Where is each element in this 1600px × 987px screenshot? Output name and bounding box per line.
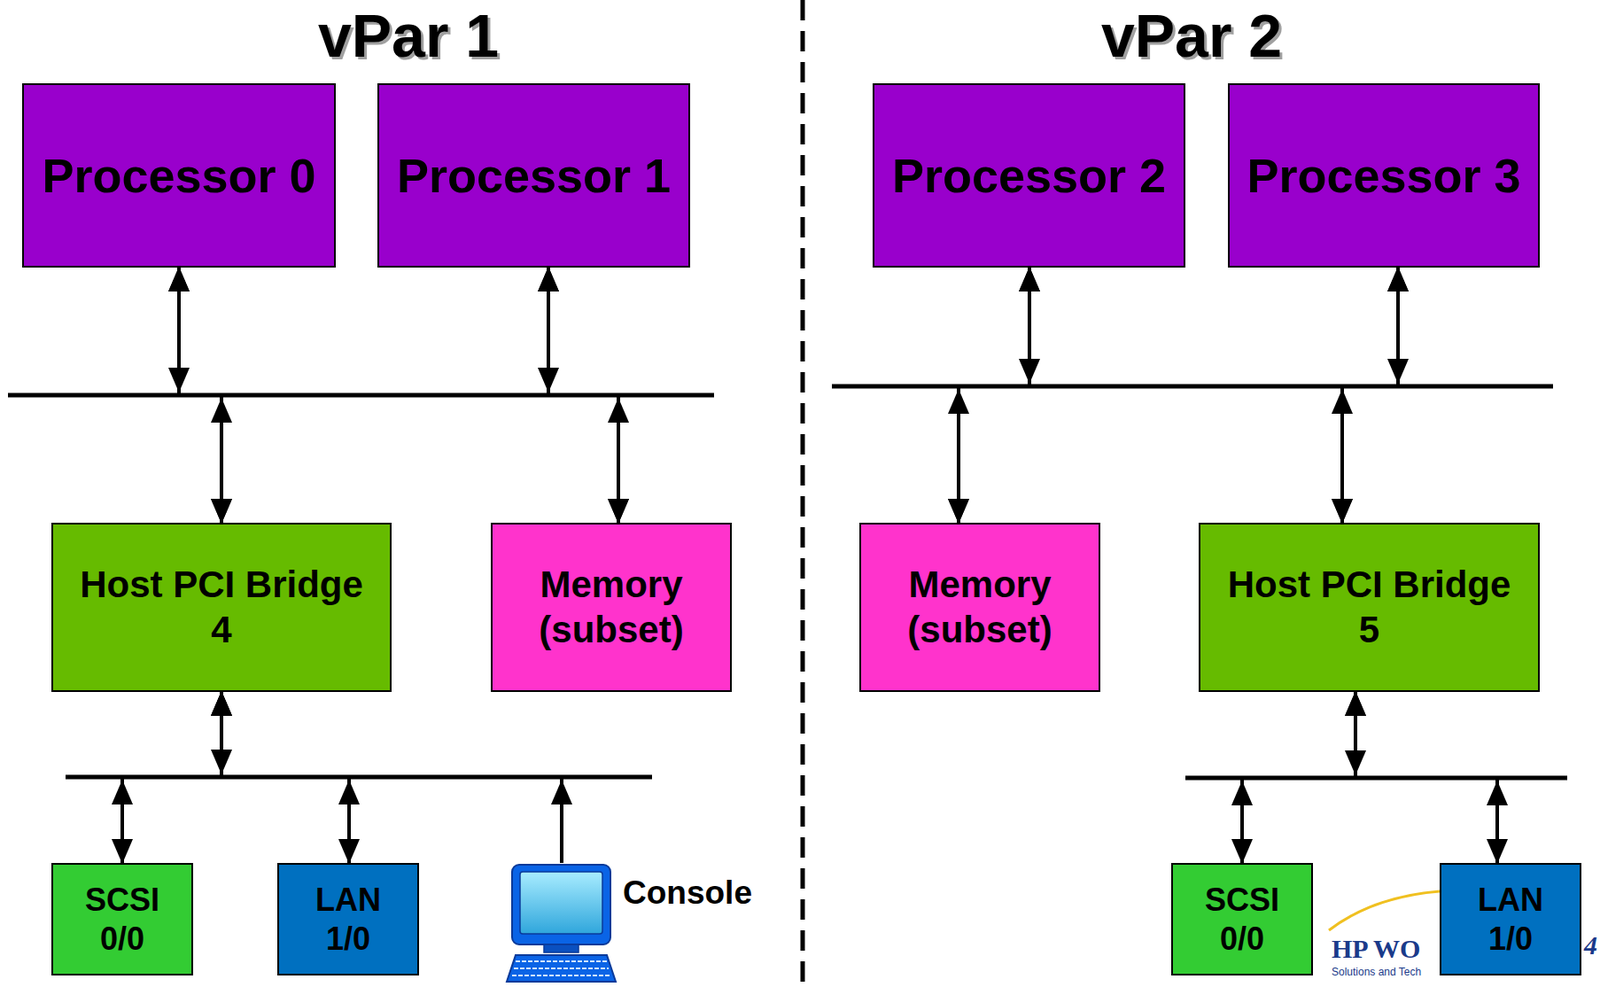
bus-arrow-head: [1486, 780, 1508, 806]
scsi-box: SCSI 0/0: [51, 862, 194, 976]
node-text-group: Console: [622, 873, 753, 913]
console-label: Console: [622, 873, 753, 913]
bus-arrow-head: [537, 367, 560, 393]
node-text-group: Memory (subset): [531, 562, 692, 653]
node-text-group: Host PCI Bridge 4: [72, 562, 371, 653]
box-label: Host PCI Bridge 5: [1220, 562, 1519, 653]
console-icon: [504, 862, 618, 984]
scsi-box: SCSI 0/0: [1171, 862, 1313, 976]
bus-arrow-head: [607, 397, 630, 423]
bus-connector: [958, 267, 1399, 523]
bus-connector: [122, 691, 222, 863]
memory-box: Memory (subset): [490, 522, 732, 692]
box-label: Host PCI Bridge 4: [72, 562, 371, 653]
bus-connector: [1242, 691, 1356, 863]
bus-arrow-head: [338, 779, 360, 805]
partition-title: vPar 1: [231, 0, 586, 71]
pci-bridge-box: Host PCI Bridge 4: [51, 522, 392, 692]
lan-box: LAN 1/0: [1439, 862, 1582, 976]
bus-arrow-head: [1344, 750, 1367, 776]
bus-arrow-head: [947, 388, 970, 414]
node-text-group: SCSI 0/0: [1194, 880, 1290, 957]
node-text-group: LAN 1/0: [1462, 880, 1559, 957]
box-label: LAN 1/0: [1462, 880, 1559, 957]
node-text-group: Processor 0: [41, 147, 316, 205]
keyboard-keys: [512, 974, 611, 977]
bus-connector: [221, 267, 549, 523]
bus-arrow-head: [1018, 358, 1041, 384]
node-text-group: Host PCI Bridge 5: [1220, 562, 1519, 653]
keyboard-keys: [515, 960, 607, 963]
monitor-screen: [520, 871, 603, 934]
keyboard: [506, 955, 616, 982]
box-label: Memory (subset): [900, 562, 1061, 653]
bus-arrow-head: [210, 397, 233, 423]
node-text-group: Processor 1: [396, 147, 671, 205]
box-label: Processor 1: [396, 147, 671, 205]
bus-arrow-head: [1387, 358, 1409, 384]
box-label: Memory (subset): [531, 562, 692, 653]
monitor-stand: [543, 944, 579, 953]
bus-connector: [1029, 267, 1343, 523]
bus-connector: [548, 267, 619, 523]
logo-swoosh: [1328, 891, 1440, 931]
logo-watermark: HP WO: [1331, 933, 1421, 964]
processor-box: Processor 1: [377, 83, 691, 268]
console-terminal: Console: [504, 862, 618, 984]
lan-box: LAN 1/0: [277, 862, 420, 976]
logo-watermark: 4: [1584, 930, 1598, 961]
bus-connector: [1342, 267, 1399, 523]
box-label: Processor 3: [1246, 147, 1521, 205]
bus-arrow-head: [1331, 388, 1353, 414]
bus-connector: [1355, 691, 1498, 863]
bus-connector: [178, 267, 619, 523]
partition-title: vPar 2: [1014, 0, 1369, 71]
pci-bridge-box: Host PCI Bridge 5: [1198, 522, 1540, 692]
bus-arrow-head: [1231, 780, 1253, 806]
node-text-group: SCSI 0/0: [74, 880, 171, 957]
node-text-group: LAN 1/0: [300, 880, 397, 957]
box-label: Processor 2: [892, 147, 1166, 205]
logo-watermark: Solutions and Tech: [1331, 965, 1422, 979]
box-label: SCSI 0/0: [74, 880, 171, 957]
partition-divider: [800, 0, 806, 987]
memory-box: Memory (subset): [859, 522, 1101, 692]
box-label: LAN 1/0: [300, 880, 397, 957]
monitor-body: [512, 864, 611, 945]
bus-arrow-head: [551, 779, 573, 805]
bus-arrow-head: [168, 367, 190, 393]
box-label: SCSI 0/0: [1194, 880, 1290, 957]
bus-connector: [221, 691, 562, 863]
bus-connector: [958, 267, 1030, 523]
node-text-group: Memory (subset): [900, 562, 1061, 653]
processor-box: Processor 0: [22, 83, 336, 268]
bus-arrow-head: [210, 749, 233, 775]
node-text-group: Processor 2: [892, 147, 1166, 205]
node-text-group: Processor 3: [1246, 147, 1521, 205]
bus-arrow-head: [111, 779, 133, 805]
box-label: Processor 0: [41, 147, 316, 205]
processor-box: Processor 2: [872, 83, 1186, 268]
processor-box: Processor 3: [1227, 83, 1540, 268]
keyboard-keys: [513, 967, 609, 970]
